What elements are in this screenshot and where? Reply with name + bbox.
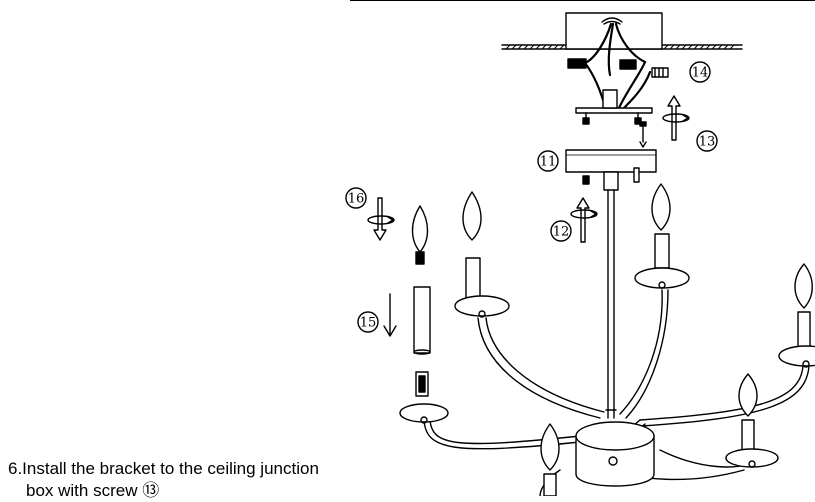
candle-arm-light [399, 349, 449, 424]
wire-connector [567, 58, 669, 78]
candle-arm-light [725, 373, 779, 468]
svg-text:14: 14 [692, 66, 709, 81]
svg-text:12: 12 [553, 225, 570, 240]
junction-box [565, 12, 663, 50]
candle-arm-light [778, 263, 815, 368]
candle-sleeve [413, 286, 431, 355]
top-border-line [350, 0, 815, 1]
rotation-arrow [570, 197, 598, 243]
svg-text:16: 16 [348, 192, 365, 207]
candle-arm-light [540, 423, 560, 496]
callout-label-11: 11 [537, 150, 559, 172]
down-arrow [383, 293, 397, 337]
candle-arm-light [634, 183, 690, 289]
center-stem [605, 189, 617, 419]
instruction-text: 6.Install the bracket to the ceiling jun… [8, 458, 328, 502]
rotation-arrow [662, 95, 690, 141]
chandelier-arms [423, 289, 810, 496]
instruction-line-2: box with screw ⑬ [26, 481, 160, 500]
callout-label-15: 15 [357, 311, 379, 333]
rotation-arrow [367, 197, 395, 241]
svg-text:15: 15 [360, 316, 377, 331]
callout-label-12: 12 [550, 220, 572, 242]
svg-text:11: 11 [540, 155, 557, 170]
callout-label-16: 16 [345, 187, 367, 209]
callout-label-13: 13 [696, 130, 718, 152]
callout-label-14: 14 [689, 61, 711, 83]
canopy [565, 149, 657, 191]
screw [639, 121, 647, 148]
mounting-bracket [575, 89, 653, 125]
socket-holder [415, 371, 429, 397]
svg-text:13: 13 [699, 135, 716, 150]
candle-arm-light [454, 191, 510, 318]
instruction-line-1: 6.Install the bracket to the ceiling jun… [8, 459, 319, 478]
center-hub [575, 421, 655, 487]
candle-bulb [411, 205, 429, 265]
